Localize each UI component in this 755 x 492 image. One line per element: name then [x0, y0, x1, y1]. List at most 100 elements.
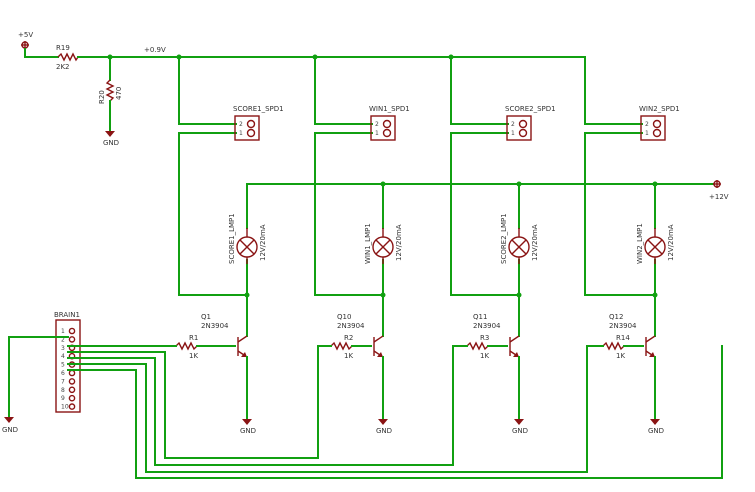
switch-pin-label: 1 — [239, 130, 243, 137]
transistor-part-label: 2N3904 — [473, 322, 501, 330]
resistor-value-label: 1K — [616, 352, 625, 360]
transistor-collector — [373, 335, 384, 343]
base-resistor — [466, 341, 489, 351]
resistor-value-label: 1K — [480, 352, 489, 360]
gnd-label: GND — [376, 427, 392, 435]
gnd-label: GND — [240, 427, 256, 435]
transistor-collector — [645, 335, 656, 343]
lamp-ref-label: SCORE2_LMP1 — [500, 213, 508, 264]
connector-pin-label: 3 — [61, 345, 65, 352]
switch-return-wire — [178, 132, 248, 296]
lamp-filament — [239, 239, 255, 255]
resistor-ref-label: R2 — [344, 334, 353, 342]
switch-pin — [518, 119, 528, 129]
transistor-part-label: 2N3904 — [609, 322, 637, 330]
resistor-value-label: 1K — [189, 352, 198, 360]
gnd-label: GND — [2, 426, 18, 434]
switch-ref-label: SCORE1_SPD1 — [233, 105, 284, 113]
transistor-part-label: 2N3904 — [337, 322, 365, 330]
p5v-label: +5V — [18, 31, 33, 39]
connector-pin-label: 1 — [61, 328, 65, 335]
junction — [380, 181, 386, 187]
switch-connector — [640, 115, 666, 141]
gnd-label: GND — [648, 427, 664, 435]
r19-ref-label: R19 — [56, 44, 70, 52]
p12v-supply-symbol — [713, 180, 721, 188]
junction — [380, 292, 386, 298]
switch-pin — [652, 119, 662, 129]
lamp-rating-label: 12V/20mA — [531, 224, 539, 261]
switch-pin — [382, 119, 392, 129]
gnd-symbol — [242, 419, 252, 425]
r20-value-label: 470 — [115, 87, 123, 100]
resistor-value-label: 1K — [344, 352, 353, 360]
switch-return-wire — [584, 132, 656, 296]
signal-wire-ch4 — [67, 345, 604, 473]
switch-ref-label: WIN2_SPD1 — [639, 105, 680, 113]
p09v-label: +0.9V — [144, 46, 166, 54]
gnd-label: GND — [103, 139, 119, 147]
r20-resistor — [105, 79, 115, 102]
gnd-symbol — [514, 419, 524, 425]
switch-pin — [246, 128, 256, 138]
gnd-symbol — [105, 131, 115, 137]
transistor-ref-label: Q10 — [337, 313, 351, 321]
connector-pin — [68, 369, 76, 377]
signal-wire-ch3 — [67, 345, 468, 466]
resistor-ref-label: R3 — [480, 334, 489, 342]
connector-pin-label: 9 — [61, 395, 65, 402]
switch-return-wire — [314, 132, 384, 296]
transistor-emitter-arrow — [241, 352, 247, 357]
p12v-rail-group: +12V — [246, 180, 729, 229]
switch-pin-label: 1 — [511, 130, 515, 137]
lamp-ref-label: SCORE1_LMP1 — [228, 213, 236, 264]
connector-gnd-wire — [8, 336, 69, 417]
switch-pin — [382, 128, 392, 138]
switch-wire — [584, 56, 643, 125]
lamp-rating-label: 12V/20mA — [395, 224, 403, 261]
switch-ref-label: WIN1_SPD1 — [369, 105, 410, 113]
junction — [244, 292, 250, 298]
transistor-emitter-arrow — [649, 352, 655, 357]
lamp-rating-label: 12V/20mA — [667, 224, 675, 261]
switch-ref-label: SCORE2_SPD1 — [505, 105, 556, 113]
lamp-filament — [511, 239, 527, 255]
r19-resistor — [57, 52, 79, 62]
switch-wire — [178, 56, 237, 125]
transistor-ref-label: Q1 — [201, 313, 211, 321]
switch-pin-label: 1 — [645, 130, 649, 137]
lamp-rating-label: 12V/20mA — [259, 224, 267, 261]
transistor-emitter-arrow — [513, 352, 519, 357]
gnd-symbol — [650, 419, 660, 425]
lamp-ref-label: WIN2_LMP1 — [636, 223, 644, 264]
connector-pin-label: 10 — [61, 404, 69, 411]
connector-ref-label: BRAIN1 — [54, 311, 80, 319]
r20-ref-label: R20 — [98, 90, 106, 104]
resistor-ref-label: R1 — [189, 334, 198, 342]
connector-pin — [68, 386, 76, 394]
connector-pin-label: 2 — [61, 336, 65, 343]
lamp-ref-label: WIN1_LMP1 — [364, 223, 372, 264]
switch-pin-label: 2 — [511, 121, 515, 128]
switch-pin-label: 2 — [645, 121, 649, 128]
switch-pin-label: 2 — [239, 121, 243, 128]
gnd-label: GND — [512, 427, 528, 435]
p12v-label: +12V — [709, 193, 729, 201]
switch-pin-label: 2 — [375, 121, 379, 128]
supply-section: +5V R19 2K2 +0.9V R20 470 GND — [18, 31, 586, 147]
base-resistor — [330, 341, 353, 351]
resistor-ref-label: R14 — [616, 334, 630, 342]
switch-pin — [246, 119, 256, 129]
connector-pin — [68, 394, 76, 402]
switch-pin — [518, 128, 528, 138]
lamp-filament — [375, 239, 391, 255]
signal-wire-ch2 — [67, 345, 332, 459]
connector-body — [55, 319, 81, 413]
junction — [652, 181, 658, 187]
p5v-supply-symbol — [21, 41, 29, 49]
connector-pin — [68, 378, 76, 385]
lamp-filament — [647, 239, 663, 255]
